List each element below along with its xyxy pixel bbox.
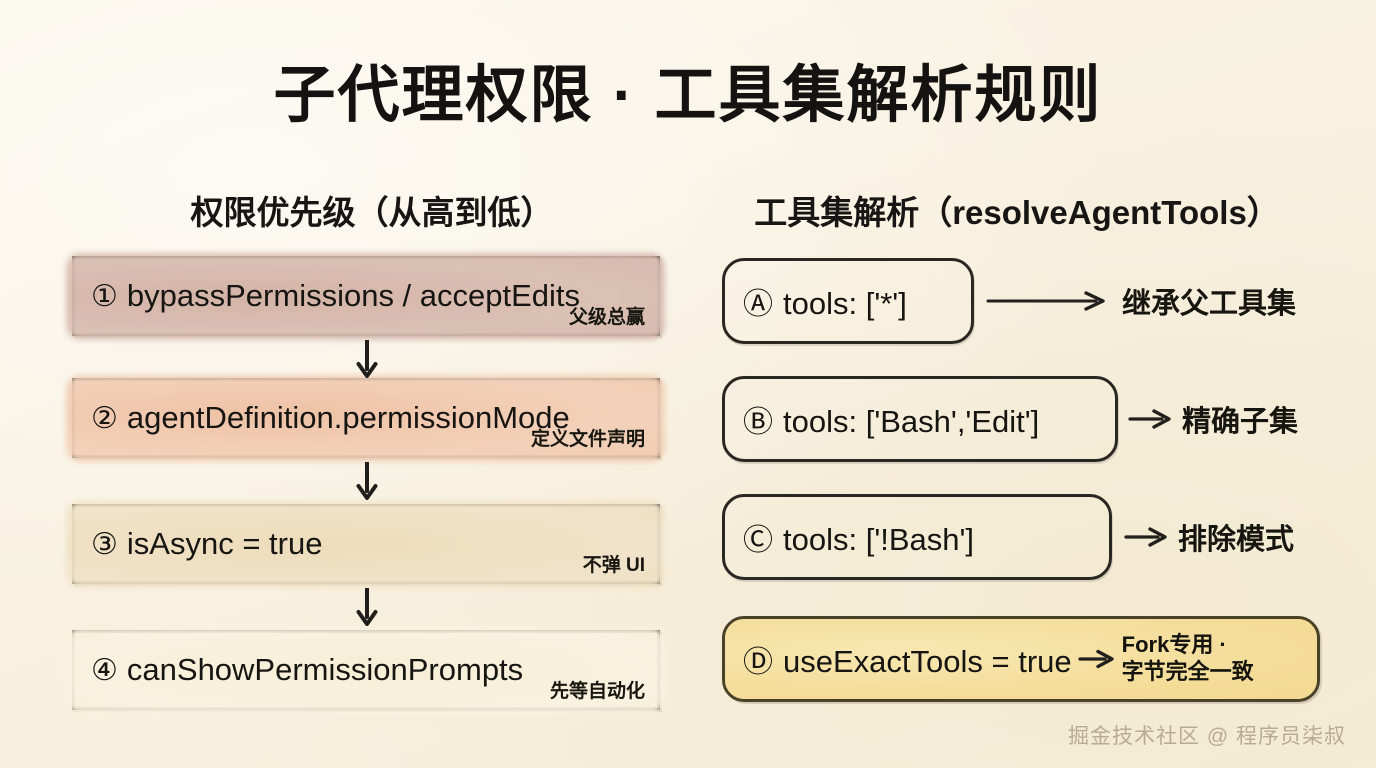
priority-note-4: 先等自动化 <box>549 681 645 702</box>
watercolor-wash <box>66 627 665 714</box>
watermark: 掘金技术社区 @ 程序员柒叔 <box>1068 725 1346 748</box>
tool-result-c: 排除模式 <box>1178 524 1295 556</box>
tool-label-d: useExactTools = true <box>783 644 1072 679</box>
page-title: 子代理权限 · 工具集解析规则 <box>273 61 1103 130</box>
tool-label-b: tools: ['Bash','Edit'] <box>783 404 1040 439</box>
tool-result-b: 精确子集 <box>1182 406 1299 438</box>
watercolor-wash <box>66 501 665 588</box>
priority-label-3: isAsync = true <box>126 525 323 561</box>
priority-marker-1: ① <box>91 279 118 313</box>
priority-note-3: 不弹 UI <box>582 555 645 576</box>
priority-label-1: bypassPermissions / acceptEdits <box>126 277 581 313</box>
priority-note-2: 定义文件声明 <box>530 429 645 450</box>
down-arrow-icon <box>355 587 379 626</box>
right-column-header: 工具集解析（resolveAgentTools） <box>754 194 1280 231</box>
tool-label-a: tools: ['*'] <box>783 286 907 321</box>
priority-marker-4: ④ <box>91 653 118 687</box>
tool-label-c: tools: ['!Bash'] <box>783 522 975 557</box>
priority-label-4: canShowPermissionPrompts <box>126 651 524 687</box>
watercolor-wash <box>725 619 1317 699</box>
priority-note-1: 父级总赢 <box>568 307 645 328</box>
tool-result-d-line2: 字节完全一致 <box>1121 659 1254 684</box>
watercolor-wash <box>66 253 665 340</box>
tool-marker-b: Ⓑ <box>743 406 773 439</box>
right-arrow-icon <box>986 289 1112 313</box>
right-arrow-icon <box>1078 647 1116 671</box>
tool-result-d: Fork专用 · 字节完全一致 <box>1122 632 1254 686</box>
tool-result-d-line1: Fork专用 · <box>1121 632 1227 658</box>
down-arrow-icon <box>355 339 379 378</box>
priority-marker-2: ② <box>91 401 118 435</box>
priority-marker-3: ③ <box>91 527 118 561</box>
right-arrow-icon <box>1124 525 1170 549</box>
right-arrow-icon <box>1128 407 1174 431</box>
tool-marker-a: Ⓐ <box>743 288 773 321</box>
down-arrow-icon <box>355 461 379 500</box>
priority-label-2: agentDefinition.permissionMode <box>126 399 570 435</box>
tool-marker-c: Ⓒ <box>743 524 773 557</box>
left-column-header: 权限优先级（从高到低） <box>190 194 554 231</box>
tool-marker-d: Ⓓ <box>743 646 773 679</box>
tool-result-a: 继承父工具集 <box>1122 288 1297 320</box>
watercolor-wash <box>66 375 665 462</box>
